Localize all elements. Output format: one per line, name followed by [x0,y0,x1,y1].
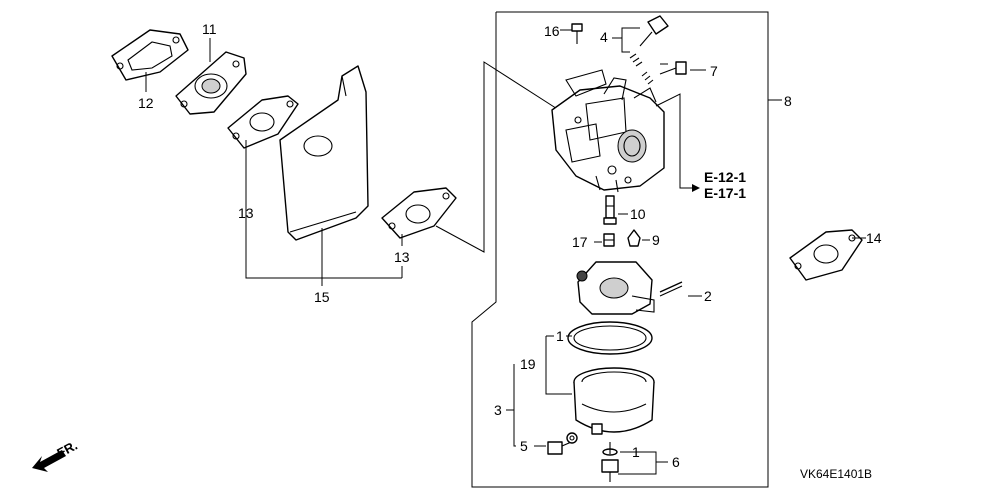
callout-2: 2 [704,288,712,304]
callout-12: 12 [138,95,154,111]
callout-11: 11 [202,21,217,37]
callout-13-left: 13 [238,205,254,221]
callout-19: 19 [520,356,536,372]
reference-e-12-1: E-12-1 [704,169,746,185]
callout-14: 14 [866,230,882,246]
o-ring-1 [567,321,653,355]
callout-9: 9 [652,232,660,248]
callout-8: 8 [784,93,792,109]
jet-9 [627,229,641,247]
callout-3: 3 [494,402,502,418]
screw-16 [571,23,583,44]
float-pin [659,281,683,297]
callout-15: 15 [314,289,330,305]
callout-1-lower: 1 [632,444,640,460]
jet-17 [603,233,615,247]
gasket-14 [789,229,863,281]
heat-plate-15 [279,65,369,241]
throttle-screw-7 [641,61,687,85]
callout-10: 10 [630,206,646,222]
callout-7: 7 [710,63,718,79]
callout-13-right: 13 [394,249,410,265]
pilot-screw-4 [629,15,669,67]
float-chamber-19 [573,367,655,435]
callout-1-upper: 1 [556,328,564,344]
callout-17: 17 [572,234,588,250]
front-direction-arrow-icon [32,450,66,472]
drain-bolt-5 [547,432,578,455]
callout-5: 5 [520,438,528,454]
insulator-11 [175,51,247,115]
gasket-12 [111,29,189,81]
reference-e-17-1: E-17-1 [704,185,746,201]
bolt-6 [601,442,619,482]
carburetor-body [551,69,665,193]
float-2 [576,261,655,315]
main-jet-10 [603,195,617,225]
callout-4: 4 [600,29,608,45]
leader-lines [145,38,668,475]
assembly-frame [471,11,782,488]
callout-6: 6 [672,454,680,470]
callout-16: 16 [544,23,560,39]
gasket-13-lower [381,187,457,239]
gasket-13-upper [227,95,299,149]
figure-code: VK64E1401B [800,467,872,481]
